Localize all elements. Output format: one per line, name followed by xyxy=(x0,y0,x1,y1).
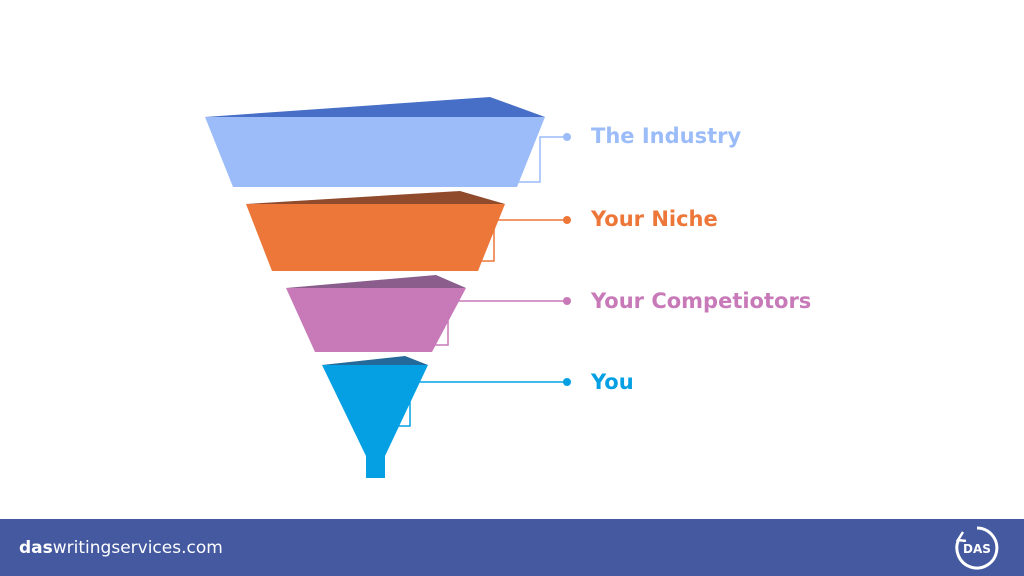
leader-dot-competitors xyxy=(563,297,571,305)
leader-line-niche xyxy=(478,219,566,262)
footer-bar: daswritingservices.com DAS xyxy=(0,519,1024,576)
site-url[interactable]: daswritingservices.com xyxy=(19,538,223,558)
site-url-suffix: writingservices.com xyxy=(52,538,223,558)
funnel-layer-competitors-top xyxy=(286,275,466,288)
stage-label-niche: Your Niche xyxy=(591,207,718,231)
leader-line-you xyxy=(398,381,566,427)
das-logo-icon: DAS xyxy=(955,526,999,570)
funnel-diagram xyxy=(205,97,571,478)
leader-line-industry xyxy=(515,136,566,183)
funnel-layer-niche xyxy=(246,191,505,271)
funnel-layer-industry-top xyxy=(205,97,545,117)
funnel-layer-industry xyxy=(205,97,545,187)
funnel-layer-you-body xyxy=(322,365,428,478)
stage-label-competitors: Your Competiotors xyxy=(591,289,812,313)
funnel-layer-you-top xyxy=(322,356,428,365)
leader-line-competitors xyxy=(432,300,566,346)
stage-label-you: You xyxy=(591,370,634,394)
stage-label-industry: The Industry xyxy=(591,124,742,148)
funnel-layer-niche-top xyxy=(246,191,505,204)
funnel-layer-you xyxy=(322,356,428,478)
funnel-layer-niche-body xyxy=(246,204,505,271)
funnel-layer-competitors xyxy=(286,275,466,352)
leader-dot-niche xyxy=(563,216,571,224)
leader-dot-industry xyxy=(563,133,571,141)
funnel-layer-industry-body xyxy=(205,117,545,187)
leader-dot-you xyxy=(563,378,571,386)
site-url-prefix: das xyxy=(19,538,53,558)
logo-text: DAS xyxy=(963,542,991,556)
funnel-layer-competitors-body xyxy=(286,288,466,352)
